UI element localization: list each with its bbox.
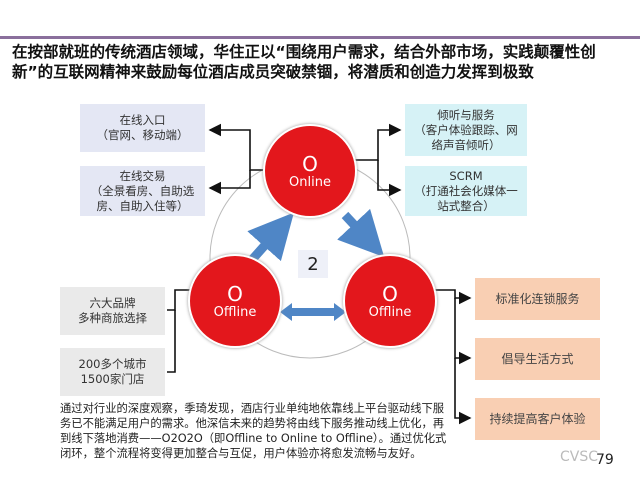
offline-left-circle: O Offline <box>188 254 282 348</box>
customer-experience-box: 持续提高客户体验 <box>475 398 600 440</box>
brands-box: 六大品牌 多种商旅选择 <box>60 287 165 335</box>
lifestyle-box: 倡导生活方式 <box>475 338 600 380</box>
online-letter: O <box>302 151 318 176</box>
description-text: 通过对行业的深度观察，季琦发现，酒店行业单纯地依靠线上平台驱动线下服务已不能满足… <box>60 402 447 460</box>
cycle-number: 2 <box>298 250 328 278</box>
offline-left-label: Offline <box>213 304 257 320</box>
arrow-online-to-offline <box>337 208 385 258</box>
offline-right-label: Offline <box>368 304 412 320</box>
online-circle: O Online <box>263 124 357 218</box>
listen-service-box: 倾听与服务 （客户体验跟踪、网络声音倾听） <box>405 104 527 156</box>
cities-box: 200多个城市 1500家门店 <box>60 348 165 396</box>
watermark: CVSC <box>560 449 599 465</box>
online-label: Online <box>289 174 331 190</box>
online-entry-box: 在线入口 （官网、移动端） <box>80 104 205 152</box>
offline-right-letter: O <box>382 281 398 306</box>
standard-service-box: 标准化连锁服务 <box>475 278 600 320</box>
top-divider <box>0 36 640 39</box>
slide-title: 在按部就班的传统酒店领域，华住正以“围绕用户需求，结合外部市场，实践颠覆性创新”… <box>12 43 596 81</box>
arrow-offline-to-online <box>246 212 294 265</box>
offline-right-circle: O Offline <box>343 254 437 348</box>
scrm-box: SCRM （打通社会化媒体一站式整合） <box>405 166 527 216</box>
page-number: 79 <box>596 452 614 468</box>
offline-left-letter: O <box>227 281 243 306</box>
online-transaction-box: 在线交易 （全景看房、自助选房、自助入住等） <box>80 166 205 216</box>
